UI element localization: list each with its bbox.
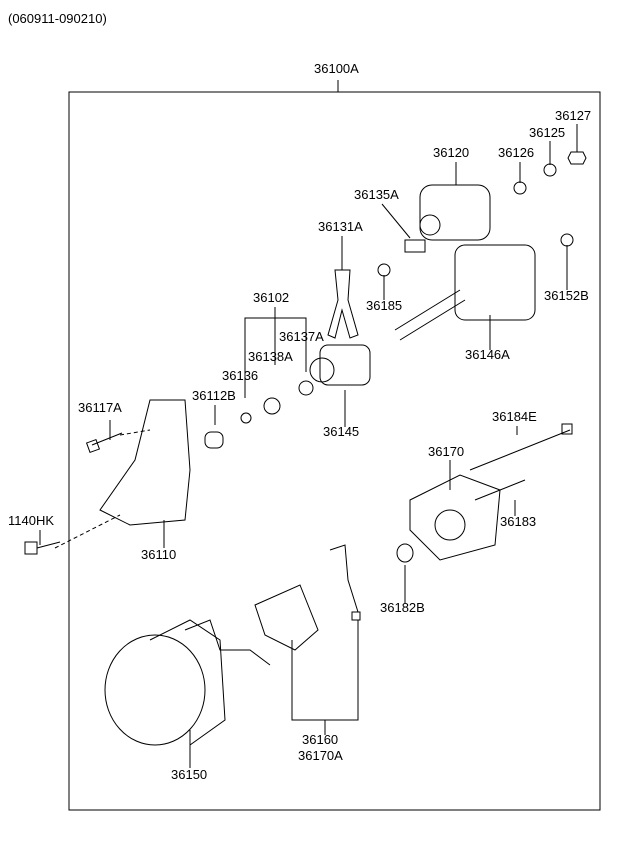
part-label-36112B[interactable]: 36112B — [192, 388, 236, 403]
part-label-1140HK[interactable]: 1140HK — [8, 513, 55, 528]
nut-icon — [567, 151, 587, 165]
part-label-36152B[interactable]: 36152B — [544, 288, 589, 303]
bolt-icon — [474, 479, 526, 501]
part-label-36160[interactable]: 36160 — [302, 732, 339, 747]
part-label-36127[interactable]: 36127 — [555, 108, 592, 123]
housing-icon — [99, 399, 191, 526]
ring-icon — [240, 412, 252, 424]
bolt-head-icon — [24, 541, 38, 555]
bushing-icon — [204, 431, 224, 449]
part-label-36182B[interactable]: 36182B — [380, 600, 425, 615]
lever-fork-icon — [327, 269, 359, 339]
part-label-36184E[interactable]: 36184E — [492, 409, 537, 424]
bracket-icon — [409, 474, 501, 561]
part-shapes — [24, 151, 587, 746]
part-label-36138A[interactable]: 36138A — [248, 349, 293, 364]
brush-lead-icon — [184, 619, 271, 666]
collar-icon — [263, 397, 281, 415]
date-range-label: (060911-090210) — [8, 11, 107, 26]
washer-icon — [560, 233, 574, 247]
part-label-36131A[interactable]: 36131A — [318, 219, 363, 234]
solenoid-icon — [419, 184, 491, 241]
assembly-part-number: 36100A — [314, 61, 359, 76]
ring-icon — [377, 263, 391, 277]
part-label-36126[interactable]: 36126 — [498, 145, 535, 160]
part-label-36102[interactable]: 36102 — [253, 290, 290, 305]
bolt-icon — [469, 429, 571, 471]
brush-spring-icon — [329, 544, 359, 613]
assembly-frame — [68, 91, 601, 811]
part-label-36183[interactable]: 36183 — [500, 514, 537, 529]
washer-icon — [513, 181, 527, 195]
armature-icon — [454, 244, 536, 321]
part-label-36185[interactable]: 36185 — [366, 298, 403, 313]
leader-lines — [39, 124, 578, 768]
washer-icon — [543, 163, 557, 177]
part-label-36150[interactable]: 36150 — [171, 767, 208, 782]
pinion-icon — [319, 344, 371, 386]
brush-holder-icon — [254, 584, 319, 651]
part-label-36170[interactable]: 36170 — [428, 444, 465, 459]
bolt-icon — [91, 432, 123, 446]
plunger-icon — [404, 239, 426, 253]
bearing-icon — [396, 543, 414, 563]
part-label-36135A[interactable]: 36135A — [354, 187, 399, 202]
part-label-36120[interactable]: 36120 — [433, 145, 470, 160]
part-label-36110[interactable]: 36110 — [141, 547, 177, 562]
part-label-36137A[interactable]: 36137A — [279, 329, 324, 344]
part-label-36117A[interactable]: 36117A — [78, 400, 122, 415]
ring-icon — [298, 380, 314, 396]
yoke-icon — [104, 634, 206, 746]
part-label-36125[interactable]: 36125 — [529, 125, 566, 140]
part-label-36146A[interactable]: 36146A — [465, 347, 510, 362]
part-label-36136[interactable]: 36136 — [222, 368, 259, 383]
part-label-36145[interactable]: 36145 — [323, 424, 360, 439]
part-label-36170A[interactable]: 36170A — [298, 748, 343, 763]
